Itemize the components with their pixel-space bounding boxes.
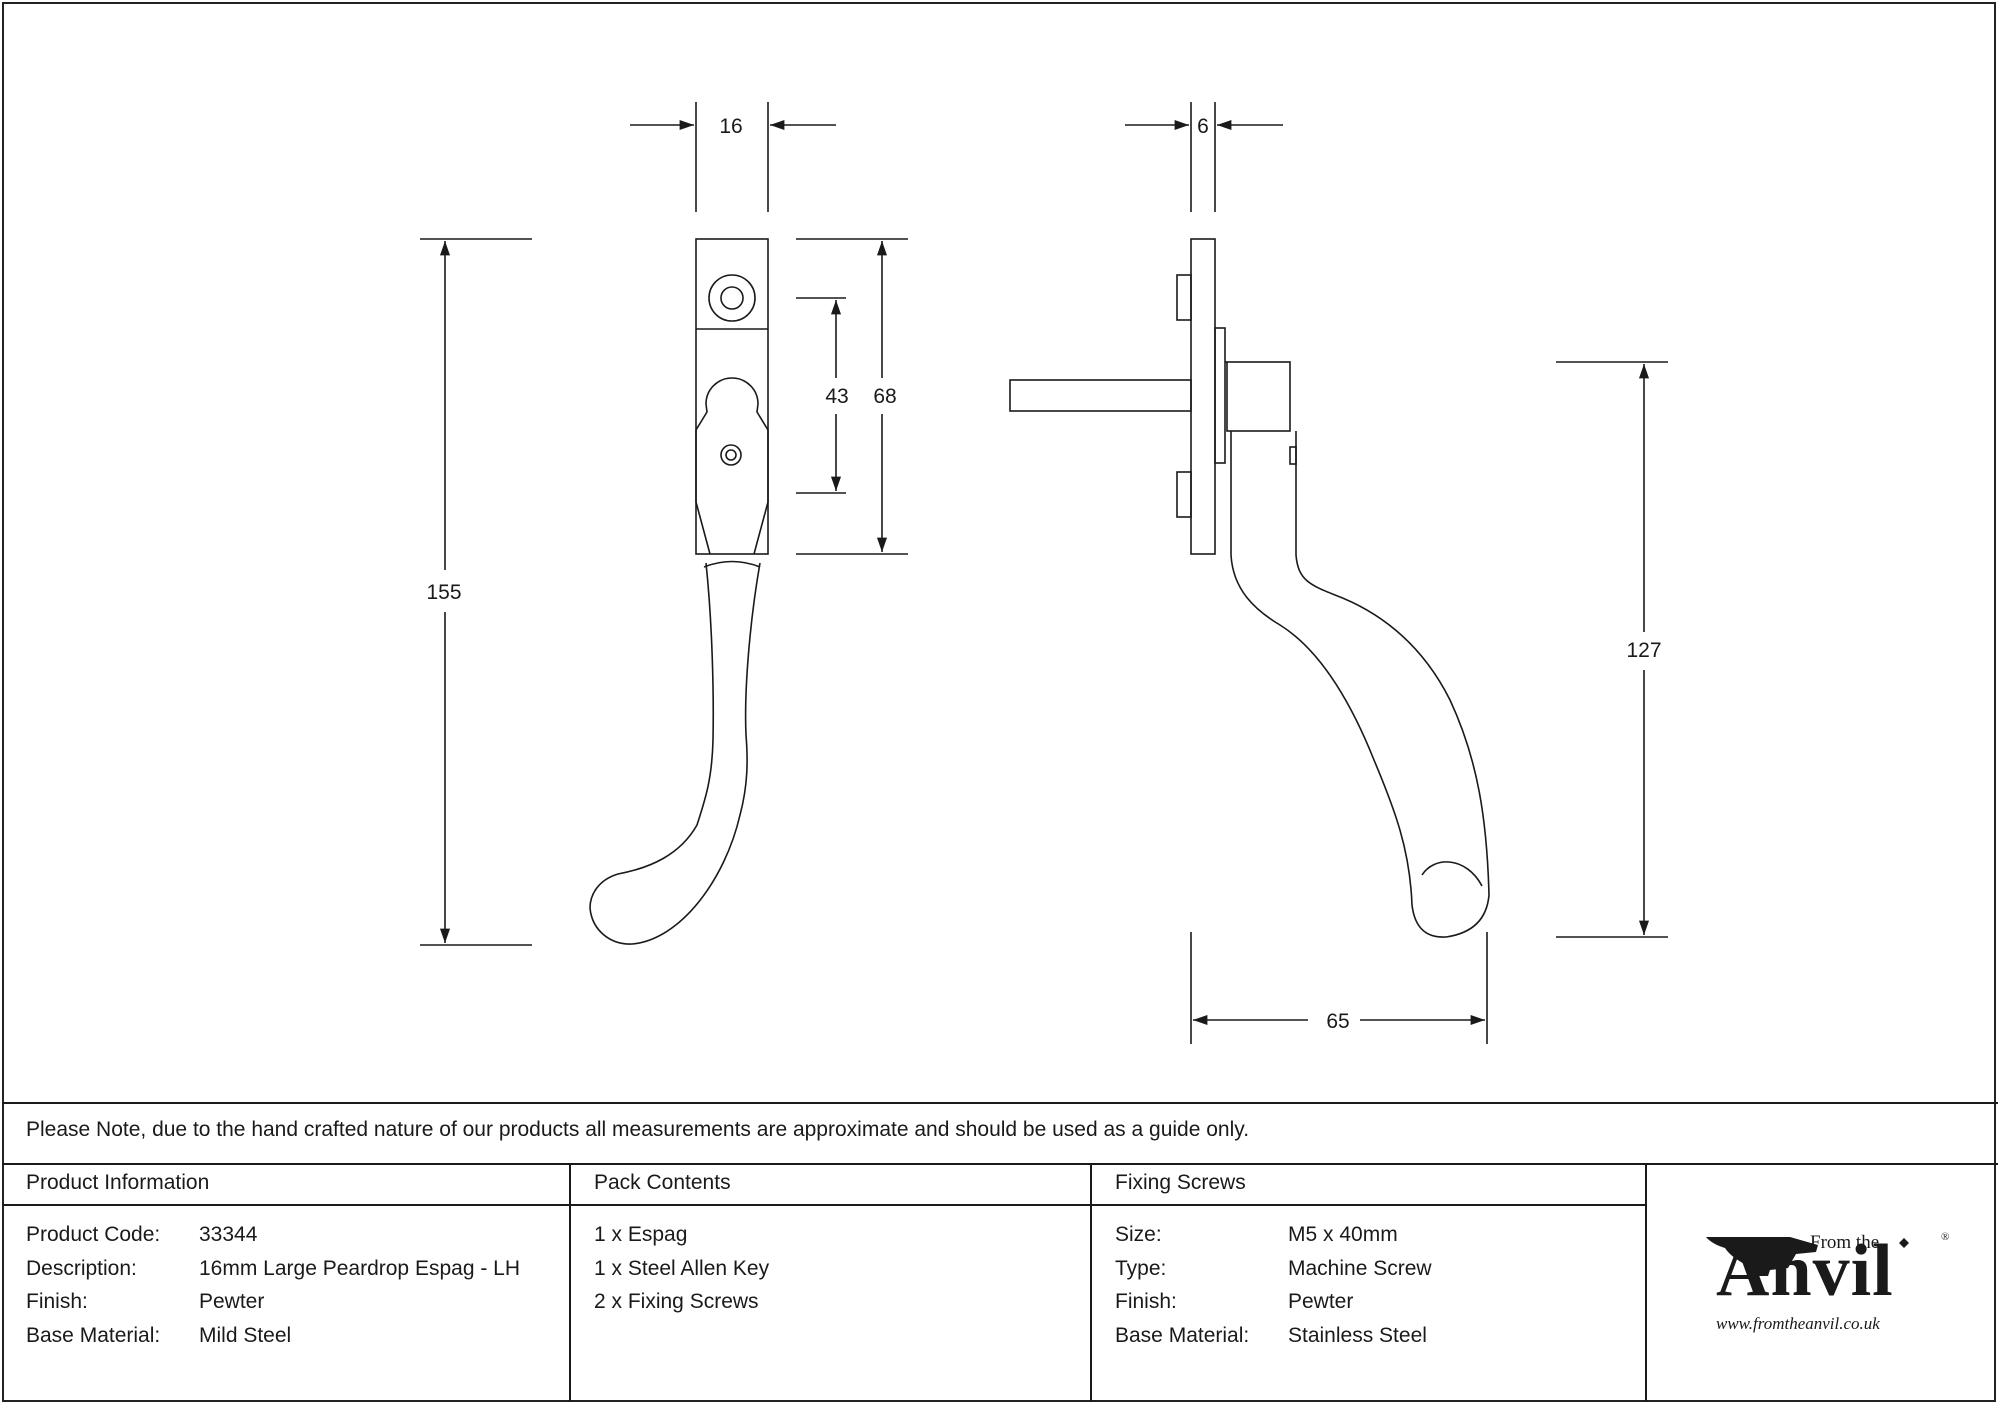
side-view: 6 127 65 [1009,102,1668,1044]
row-value: Machine Screw [1288,1257,1432,1280]
screw-hole-outer [708,274,756,322]
info-table-lines [2,1102,1998,1402]
dim-backplate-height: 68 [873,385,896,408]
fixing-lug-bottom [1176,471,1192,518]
side-handle-lever [1230,431,1490,938]
list-item: 1 x Espag [594,1223,688,1246]
dim-overall-height: 155 [426,581,461,604]
handle-head-left [695,377,769,555]
dim-projection: 65 [1326,1010,1349,1033]
row-value: Mild Steel [199,1324,292,1347]
row-label: Base Material: [26,1324,161,1347]
handle-neck-line [703,560,761,568]
grub-screw-inner [725,449,737,461]
anvil-logo [1706,1237,1909,1276]
pack-contents-title: Pack Contents [594,1171,731,1194]
side-backplate [1190,238,1216,555]
list-item: 2 x Fixing Screws [594,1290,759,1313]
row-value: Pewter [199,1290,265,1313]
row-value: 16mm Large Peardrop Espag - LH [199,1257,520,1280]
measurement-note: Please Note, due to the hand crafted nat… [26,1118,1250,1141]
diamond-icon [1899,1238,1909,1248]
backplate [695,238,769,555]
logo-anvil-wordmark: Anvil [1716,1230,1894,1312]
logo-from-the: From the [1810,1232,1880,1253]
screw-hole-inner [720,286,744,310]
product-information-title: Product Information [26,1171,210,1194]
handle-hub [1226,361,1291,432]
logo-registered-mark: ® [1941,1231,1950,1243]
row-label: Finish: [26,1290,88,1313]
list-item: 1 x Steel Allen Key [594,1257,770,1280]
anvil-icon [1706,1237,1818,1276]
row-value: M5 x 40mm [1288,1223,1398,1246]
dim-spindle-to-top: 43 [825,385,848,408]
row-value: Stainless Steel [1288,1324,1427,1347]
peardrop-detail [1421,861,1483,887]
logo-url: www.fromtheanvil.co.uk [1716,1314,1880,1333]
dim-side-height: 127 [1626,639,1661,662]
fixing-lug-top [1176,274,1192,321]
row-label: Type: [1115,1257,1167,1280]
dim-side-width: 6 [1197,115,1209,138]
handle-lever [589,562,761,945]
row-label: Product Code: [26,1223,161,1246]
grub-screw [1289,446,1297,465]
row-label: Description: [26,1257,137,1280]
front-view: 16 155 43 [420,102,908,946]
spacer [1214,327,1226,464]
fixing-screws-title: Fixing Screws [1115,1171,1246,1194]
handle-head-right [753,430,769,555]
row-label: Base Material: [1115,1324,1250,1347]
spindle [1009,379,1192,412]
row-label: Size: [1115,1223,1162,1246]
row-value: Pewter [1288,1290,1354,1313]
grub-screw-outer [720,444,742,466]
row-label: Finish: [1115,1290,1177,1313]
dim-front-width: 16 [719,115,742,138]
row-value: 33344 [199,1223,258,1246]
